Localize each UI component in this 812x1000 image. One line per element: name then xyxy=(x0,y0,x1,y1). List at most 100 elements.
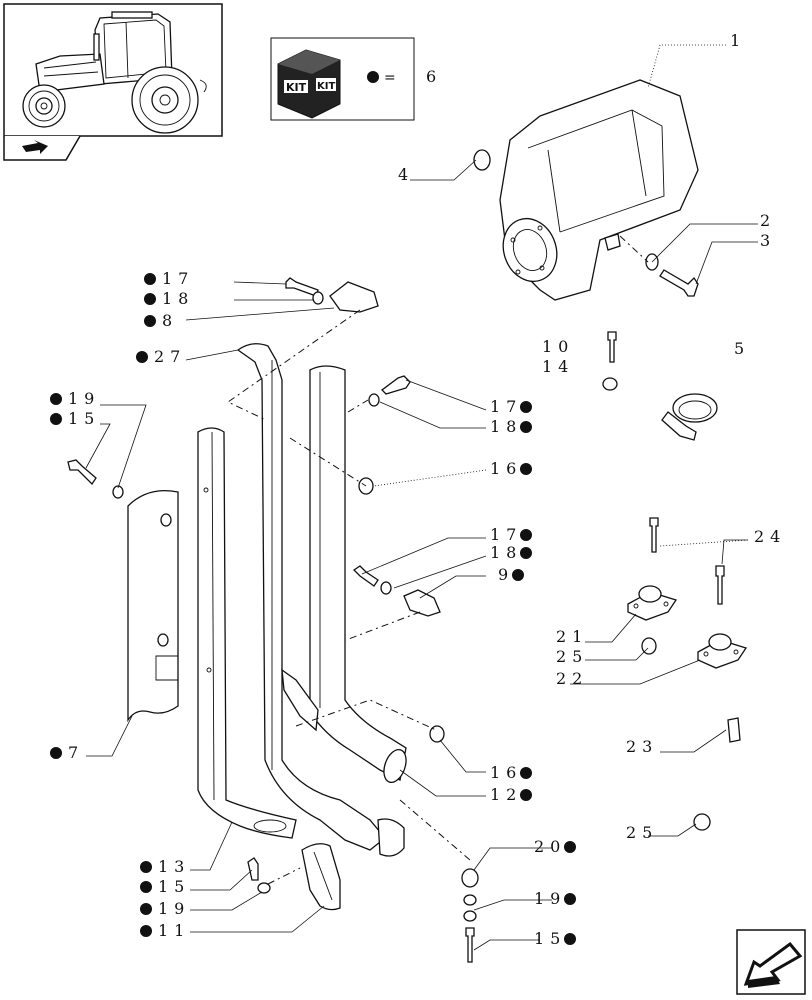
callout-number: 21 xyxy=(556,627,588,646)
callout-number: 3 xyxy=(760,231,776,250)
callout-c19b: 19 xyxy=(534,889,576,908)
callout-number: 10 xyxy=(542,337,574,356)
callout-number: 8 xyxy=(162,311,178,330)
callout-number: 12 xyxy=(490,785,522,804)
tractor-thumbnail xyxy=(3,3,223,161)
arrow-icon xyxy=(22,140,48,154)
callout-c22: 22 xyxy=(556,669,588,688)
part-19-washer-right-a xyxy=(463,894,477,906)
callout-c24: 24 xyxy=(754,527,786,546)
callout-c2: 2 xyxy=(760,211,776,230)
bullet-icon xyxy=(50,393,62,405)
bullet-icon xyxy=(520,421,532,433)
kit-label-right: KIT xyxy=(317,81,335,92)
bullet-icon xyxy=(50,413,62,425)
next-page-button[interactable] xyxy=(736,929,806,995)
callout-c7: 7 xyxy=(50,743,78,762)
part-14-nut xyxy=(602,377,618,391)
callout-number: 11 xyxy=(158,921,190,940)
callout-c10: 10 xyxy=(542,337,574,356)
bullet-icon xyxy=(520,463,532,475)
kit-legend: KIT KIT = 6 xyxy=(270,37,442,121)
callout-c23: 23 xyxy=(626,737,652,756)
part-19-washer-left xyxy=(112,485,124,499)
callout-c20: 20 xyxy=(534,837,576,856)
callout-number: 15 xyxy=(68,409,100,428)
bullet-icon xyxy=(144,273,156,285)
part-9-bracket xyxy=(403,589,441,617)
part-10-bolt xyxy=(607,331,617,363)
callout-number: 13 xyxy=(158,857,190,876)
callout-number: 17 xyxy=(490,397,522,416)
callout-number: 18 xyxy=(490,417,522,436)
callout-c9: 9 xyxy=(498,565,524,584)
part-3-bolt xyxy=(659,269,699,297)
bullet-icon xyxy=(136,351,148,363)
callout-c8: 8 xyxy=(144,311,178,330)
callout-number: 25 xyxy=(556,647,588,666)
bullet-icon xyxy=(520,529,532,541)
callout-number: 17 xyxy=(162,269,194,288)
part-4-bushing xyxy=(473,149,491,171)
callout-c14: 14 xyxy=(542,357,574,376)
part-11-bracket xyxy=(301,843,341,911)
part-16-rubber-low xyxy=(429,725,445,743)
callout-c19a: 19 xyxy=(50,389,94,408)
part-17-bolt-mid xyxy=(381,375,411,395)
callout-c17c: 17 xyxy=(490,525,532,544)
callout-number: 17 xyxy=(490,525,522,544)
callout-c18c: 18 xyxy=(490,543,532,562)
callout-number: 2 xyxy=(760,211,776,230)
callout-number: 15 xyxy=(534,929,566,948)
callout-number: 16 xyxy=(490,459,522,478)
bullet-icon xyxy=(564,893,576,905)
callout-number: 5 xyxy=(734,339,750,358)
callout-c16a: 16 xyxy=(490,459,532,478)
callout-c16b: 16 xyxy=(490,763,532,782)
part-18-washer-mid xyxy=(368,393,380,407)
leader-lines xyxy=(85,44,758,951)
part-5-clamp xyxy=(661,393,718,441)
callout-number: 19 xyxy=(534,889,566,908)
bullet-icon xyxy=(140,881,152,893)
callout-c21: 21 xyxy=(556,627,588,646)
callout-c13: 13 xyxy=(140,857,190,876)
bullet-icon xyxy=(140,861,152,873)
callout-number: 24 xyxy=(754,527,786,546)
kit-ref-number: 6 xyxy=(426,67,442,86)
part-8-bracket xyxy=(329,281,379,313)
callout-number: 19 xyxy=(158,899,190,918)
assembly-lines xyxy=(227,235,649,885)
part-7-heat-shield xyxy=(127,489,179,723)
bullet-icon xyxy=(520,401,532,413)
part-24-bolt-a xyxy=(649,517,659,553)
callout-number: 22 xyxy=(556,669,588,688)
callout-c17a: 17 xyxy=(144,269,194,288)
part-17-bolt-low xyxy=(352,565,379,587)
part-15-bolt-bottom-left xyxy=(247,857,259,881)
callout-number: 27 xyxy=(154,347,186,366)
bullet-icon xyxy=(144,315,156,327)
callout-c1: 1 xyxy=(730,31,746,50)
callout-number: 18 xyxy=(162,289,194,308)
bullet-icon xyxy=(50,747,62,759)
part-19-washer-bottom-left xyxy=(257,882,271,894)
callout-number: 14 xyxy=(542,357,574,376)
part-17-bolt-top xyxy=(285,277,319,297)
callout-c15c: 15 xyxy=(534,929,576,948)
callout-number: 18 xyxy=(490,543,522,562)
part-23-pin xyxy=(727,717,741,743)
part-15-bolt-left xyxy=(67,459,97,486)
bullet-icon xyxy=(564,933,576,945)
part-21-mount xyxy=(627,585,678,621)
callout-c15a: 15 xyxy=(50,409,100,428)
callout-c5: 5 xyxy=(734,339,750,358)
callout-c18b: 18 xyxy=(490,417,532,436)
callout-c15b: 15 xyxy=(140,877,184,896)
callout-c19c: 19 xyxy=(140,899,190,918)
bullet-icon xyxy=(140,925,152,937)
callout-number: 1 xyxy=(730,31,746,50)
callout-c17b: 17 xyxy=(490,397,532,416)
callout-number: 4 xyxy=(398,165,414,184)
